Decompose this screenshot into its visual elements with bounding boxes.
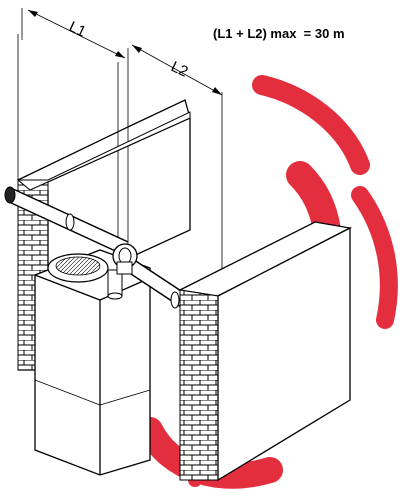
dimension-l1: [17, 8, 126, 250]
right-wall: [177, 221, 353, 482]
boiler-unit: [34, 249, 151, 476]
dimension-l1-label: L1: [66, 18, 88, 40]
dimension-l2-label: L2: [168, 58, 190, 80]
max-length-formula: (L1 + L2) max = 30 m: [213, 26, 345, 41]
dimension-l2: [127, 44, 223, 302]
